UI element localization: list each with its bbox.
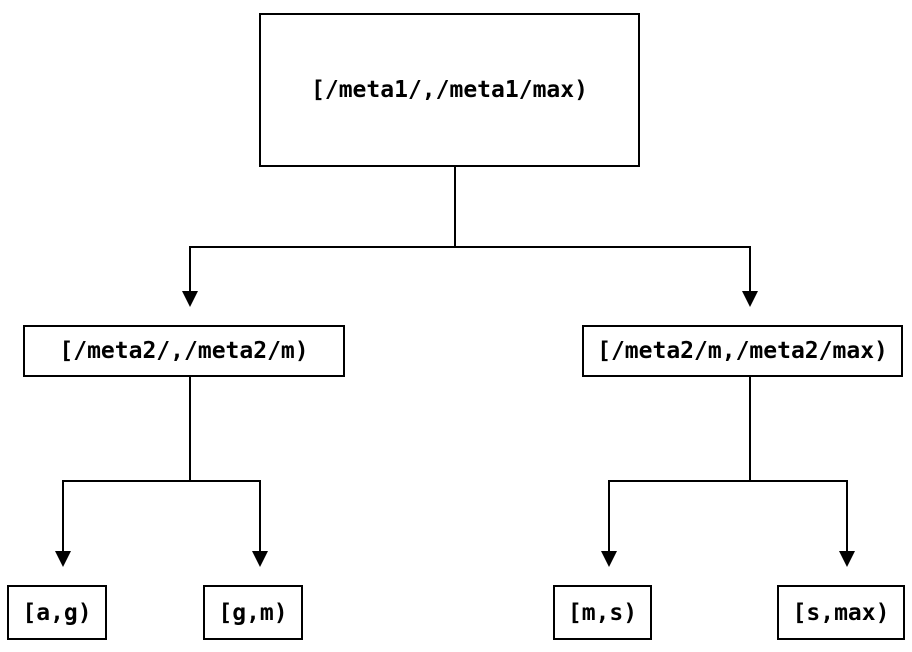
connector-root-to-children — [182, 167, 758, 307]
node-leaf-smax: [s,max) — [777, 585, 905, 640]
node-label: [a,g) — [22, 599, 92, 626]
arrowhead-down-icon — [182, 291, 198, 307]
arrowhead-down-icon — [601, 551, 617, 567]
node-label: [/meta2/,/meta2/m) — [59, 338, 309, 364]
arrowhead-down-icon — [742, 291, 758, 307]
arrowhead-down-icon — [839, 551, 855, 567]
arrowhead-down-icon — [55, 551, 71, 567]
node-label: [/meta2/m,/meta2/max) — [597, 338, 888, 364]
node-leaf-ag: [a,g) — [7, 585, 107, 640]
node-right-range: [/meta2/m,/meta2/max) — [582, 325, 903, 377]
connector-right-to-children — [601, 377, 855, 567]
node-root-range: [/meta1/,/meta1/max) — [259, 13, 640, 167]
node-label: [/meta1/,/meta1/max) — [311, 77, 588, 103]
node-label: [m,s) — [567, 599, 638, 626]
node-leaf-ms: [m,s) — [553, 585, 652, 640]
arrowhead-down-icon — [252, 551, 268, 567]
node-leaf-gm: [g,m) — [203, 585, 303, 640]
node-left-range: [/meta2/,/meta2/m) — [23, 325, 345, 377]
node-label: [g,m) — [218, 599, 288, 626]
node-label: [s,max) — [792, 599, 890, 626]
connector-left-to-children — [55, 377, 268, 567]
